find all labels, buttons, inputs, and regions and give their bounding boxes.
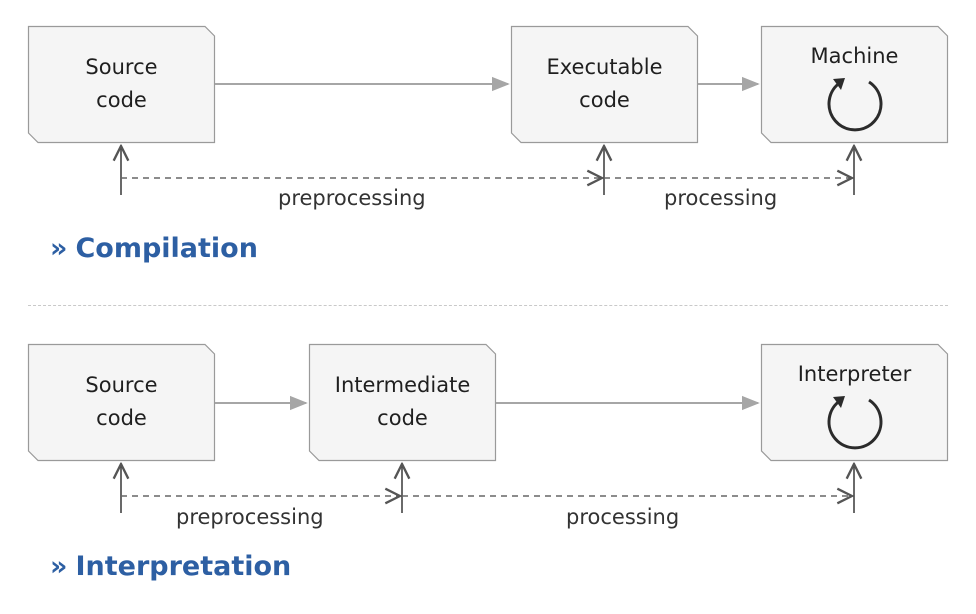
- section-title-text: Interpretation: [75, 551, 292, 582]
- box-shape: [27, 343, 216, 462]
- box-label-line: Machine: [810, 44, 899, 68]
- interpretation-intermediate-code-box: Intermediate code: [308, 343, 497, 462]
- compilation-preprocessing-label: preprocessing: [278, 186, 426, 210]
- box-label-line: Source: [85, 373, 158, 397]
- interpretation-source-code-box: Source code: [27, 343, 216, 462]
- compilation-machine-box: Machine: [760, 25, 949, 144]
- box-label-line: Executable: [546, 55, 663, 79]
- compilation-processing-label: processing: [664, 186, 778, 210]
- box-label-line: Source: [85, 55, 158, 79]
- box-label: Machine: [761, 40, 948, 73]
- box-label-line: code: [96, 406, 147, 430]
- double-chevron-icon: »: [50, 233, 68, 264]
- double-chevron-icon: »: [50, 551, 68, 582]
- box-label-line: Interpreter: [797, 362, 912, 386]
- refresh-cycle-icon: [827, 78, 883, 132]
- box-label: Interpreter: [761, 358, 948, 391]
- section-divider: [28, 305, 948, 306]
- box-label-line: code: [96, 88, 147, 112]
- box-label: Intermediate code: [309, 369, 496, 435]
- box-shape: [760, 25, 949, 144]
- compilation-executable-code-box: Executable code: [510, 25, 699, 144]
- box-label-line: Intermediate: [334, 373, 471, 397]
- box-label-line: code: [579, 88, 630, 112]
- box-label: Source code: [28, 369, 215, 435]
- box-shape: [308, 343, 497, 462]
- compilation-source-code-box: Source code: [27, 25, 216, 144]
- box-shape: [27, 25, 216, 144]
- compilation-section-title: »Compilation: [50, 233, 258, 264]
- box-label: Source code: [28, 51, 215, 117]
- interpretation-processing-label: processing: [566, 505, 680, 529]
- box-label-line: code: [377, 406, 428, 430]
- section-title-text: Compilation: [75, 233, 258, 264]
- interpretation-interpreter-box: Interpreter: [760, 343, 949, 462]
- box-shape: [510, 25, 699, 144]
- interpretation-section-title: »Interpretation: [50, 551, 291, 582]
- box-label: Executable code: [511, 51, 698, 117]
- refresh-cycle-icon: [827, 396, 883, 450]
- box-shape: [760, 343, 949, 462]
- interpretation-preprocessing-label: preprocessing: [176, 505, 324, 529]
